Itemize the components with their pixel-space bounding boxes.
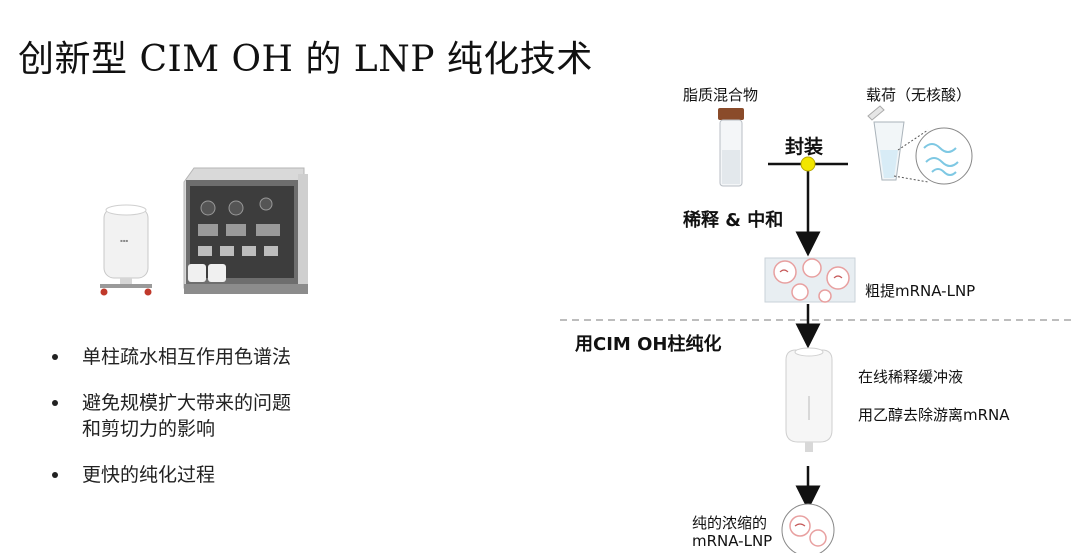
feature-list: 单柱疏水相互作用色谱法 避免规模扩大带来的问题和剪切力的影响 更快的纯化过程 xyxy=(52,344,291,508)
bullet-icon xyxy=(52,354,58,360)
lipid-mix-label: 脂质混合物 xyxy=(683,86,759,104)
pure-lnp-label-line2: mRNA-LNP xyxy=(692,532,773,550)
chromatography-system-icon xyxy=(183,167,308,294)
column-vessel-icon: ▪▪▪ xyxy=(100,204,152,296)
list-item: 避免规模扩大带来的问题和剪切力的影响 xyxy=(52,390,291,442)
cim-purify-label: 用CIM OH柱纯化 xyxy=(575,334,722,355)
crude-lnp-panel-icon xyxy=(764,257,856,303)
bullet-icon xyxy=(52,400,58,406)
pure-lnp-icon xyxy=(781,503,835,553)
payload-tube-icon xyxy=(867,105,929,183)
crude-lnp-label: 粗提mRNA-LNP xyxy=(865,282,976,300)
inline-dilution-label: 在线稀释缓冲液 xyxy=(858,368,964,386)
lipid-vial-icon xyxy=(718,108,744,187)
mrna-magnified-icon xyxy=(915,127,973,185)
page-title: 创新型 CIM OH 的 LNP 纯化技术 xyxy=(18,39,593,80)
ethanol-removal-label: 用乙醇去除游离mRNA xyxy=(858,406,1010,424)
junction-dot xyxy=(800,156,816,172)
pure-lnp-label-line1: 纯的浓缩的 xyxy=(692,514,768,532)
list-item: 更快的纯化过程 xyxy=(52,462,291,488)
purification-system-illustration: ▪▪▪ xyxy=(100,167,308,296)
list-item: 单柱疏水相互作用色谱法 xyxy=(52,344,291,370)
bullet-icon xyxy=(52,472,58,478)
svg-text:▪▪▪: ▪▪▪ xyxy=(120,238,128,243)
cim-column-icon xyxy=(785,347,833,452)
payload-label: 载荷（无核酸） xyxy=(866,86,972,104)
encapsulation-label: 封装 xyxy=(785,136,824,158)
dilute-neutralize-label: 稀释 & 中和 xyxy=(683,210,784,231)
